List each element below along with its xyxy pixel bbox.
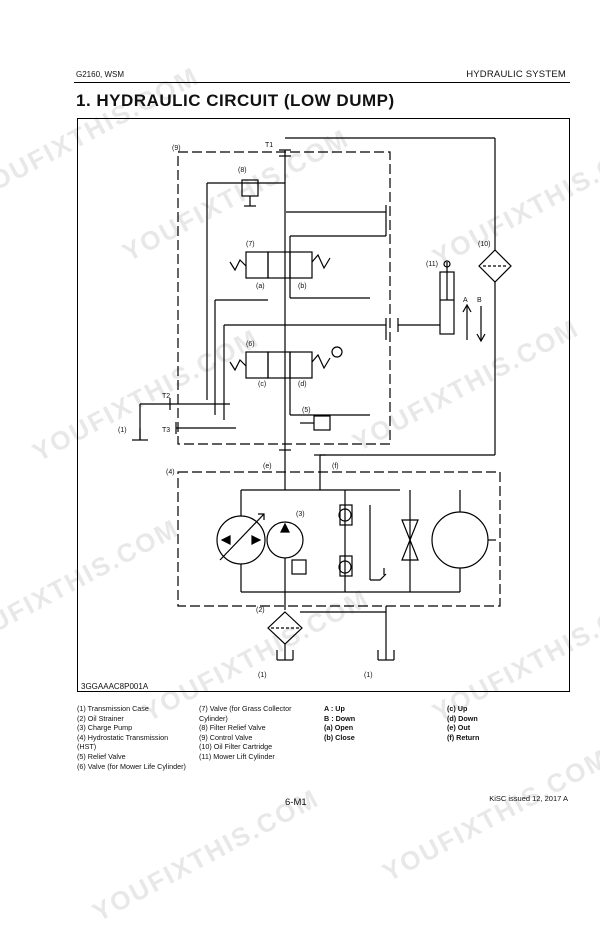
legend-code: (e) Out <box>447 723 471 733</box>
label-10: (10) <box>478 241 490 248</box>
legend-item: Cylinder) <box>199 713 228 723</box>
page-title: 1. HYDRAULIC CIRCUIT (LOW DUMP) <box>76 91 395 110</box>
relief-valve <box>313 415 331 431</box>
legend-components-col1: (1) Transmission Case (2) Oil Strainer (… <box>77 704 186 771</box>
legend-code: A : Up <box>324 704 345 713</box>
legend-item: (2) Oil Strainer <box>77 713 124 723</box>
legend-code: B : Down <box>324 713 356 723</box>
shuttle-lower <box>401 538 419 561</box>
shuttle-upper <box>401 519 419 542</box>
issued-note: KiSC issued 12, 2017 A <box>489 794 568 803</box>
label-7: (7) <box>246 241 255 248</box>
hydraulic-circuit-diagram: T1 T2 T3 (1) (1) (1) (2) (3) (4) (5) (6)… <box>118 137 512 679</box>
label-arrow-a: A <box>463 297 468 304</box>
label-arrow-b: B <box>477 297 482 304</box>
legend-item: (6) Valve (for Mower Life Cylinder) <box>77 761 186 771</box>
legend-item: (5) Relief Valve <box>77 751 126 761</box>
label-5: (5) <box>302 407 311 414</box>
legend-code: (d) Down <box>447 713 478 723</box>
label-8: (8) <box>238 167 247 174</box>
label-1-bottom: (1) <box>258 672 267 679</box>
valve-6-block-1 <box>245 351 269 379</box>
label-1-left: (1) <box>118 427 127 434</box>
label-1-right: (1) <box>364 672 373 679</box>
hst-boundary <box>177 471 501 607</box>
label-c: (c) <box>258 381 266 388</box>
valve-7-block-3 <box>289 251 313 279</box>
oil-filter-cartridge <box>478 249 512 283</box>
legend-item: (4) Hydrostatic Transmission <box>77 732 169 742</box>
legend-codes-col1: A : Up B : Down (a) Open (b) Close <box>324 704 355 742</box>
label-2: (2) <box>256 607 265 614</box>
valve-7-block-1 <box>245 251 269 279</box>
legend-code: (a) Open <box>324 723 354 733</box>
label-d: (d) <box>298 381 307 388</box>
legend-code: (c) Up <box>447 704 468 713</box>
legend-item: (9) Control Valve <box>199 732 253 742</box>
label-t2: T2 <box>162 393 170 400</box>
legend-item: (HST) <box>77 742 97 752</box>
legend-item: (3) Charge Pump <box>77 723 133 733</box>
valve-6-block-2 <box>267 351 291 379</box>
header-rule <box>74 82 570 83</box>
header-section: HYDRAULIC SYSTEM <box>466 69 566 80</box>
legend-item: (11) Mower Lift Cylinder <box>199 751 275 761</box>
legend-item: (7) Valve (for Grass Collector <box>199 704 292 713</box>
control-valve-boundary <box>177 151 391 445</box>
valve-6-block-3 <box>289 351 313 379</box>
legend-code: (f) Return <box>447 732 480 742</box>
valve-7-block-2 <box>267 251 291 279</box>
legend-item: (8) Filter Relief Valve <box>199 723 266 733</box>
legend-components-col2: (7) Valve (for Grass Collector Cylinder)… <box>199 704 292 762</box>
hst-motor <box>431 511 489 569</box>
figure-code: 3GGAAAC8P001A <box>81 682 149 691</box>
label-9: (9) <box>172 145 181 152</box>
legend-item: (10) Oil Filter Cartridge <box>199 742 273 752</box>
legend-item: (1) Transmission Case <box>77 704 149 713</box>
label-6: (6) <box>246 341 255 348</box>
label-f: (f) <box>332 463 339 470</box>
label-e: (e) <box>263 463 272 470</box>
label-b: (b) <box>298 283 307 290</box>
label-a: (a) <box>256 283 265 290</box>
header-model: G2160, WSM <box>76 70 125 79</box>
legend-codes-col2: (c) Up (d) Down (e) Out (f) Return <box>447 704 479 742</box>
label-11: (11) <box>426 261 438 268</box>
page-number: 6-M1 <box>285 797 307 808</box>
label-t1: T1 <box>265 142 273 149</box>
legend-code: (b) Close <box>324 732 355 742</box>
label-4: (4) <box>166 469 175 476</box>
label-3: (3) <box>296 511 305 518</box>
label-t3: T3 <box>162 427 170 434</box>
diagram-frame <box>77 118 570 692</box>
